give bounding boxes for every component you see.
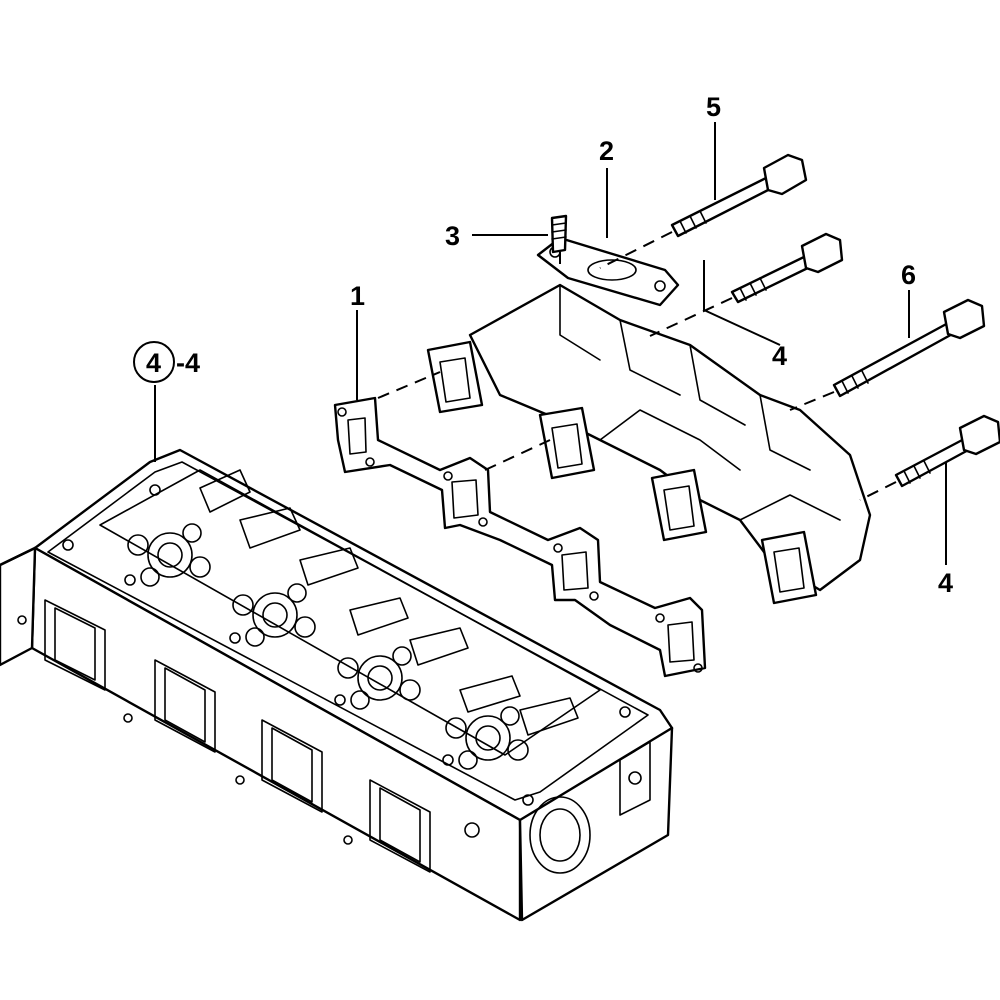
- callout-bolt-long: 5: [706, 92, 721, 122]
- alignment-lines: [377, 231, 897, 501]
- bolt-6: [832, 298, 986, 398]
- manifold-gasket: [333, 396, 707, 678]
- callout-bolt-lower: 4: [938, 568, 953, 598]
- exhaust-manifold: [426, 236, 872, 605]
- callout-bolt-upper: 4: [772, 341, 787, 371]
- callout-ref-circle: [133, 341, 175, 383]
- bolt-long: [670, 153, 808, 238]
- callout-stud: 3: [445, 221, 460, 251]
- callout-bolt-6: 6: [901, 260, 916, 290]
- front-face-details: [464, 741, 651, 874]
- intake-ports: [44, 599, 431, 873]
- stud: [550, 214, 568, 254]
- valve-clusters: [127, 469, 579, 770]
- leader-lines: [154, 122, 947, 565]
- bolt-lower: [894, 414, 1000, 488]
- callout-ref-suffix: -4: [176, 348, 200, 378]
- cylinder-head: [0, 448, 674, 922]
- deck-bolt-holes: [17, 484, 631, 845]
- bolt-upper: [730, 232, 844, 304]
- callout-ref-circle-number: 4: [146, 348, 161, 378]
- callout-gasket: 1: [350, 281, 365, 311]
- callout-manifold: 2: [599, 136, 614, 166]
- callout-labels: 1 2 3 4 4 5 6 4 -4: [133, 92, 953, 598]
